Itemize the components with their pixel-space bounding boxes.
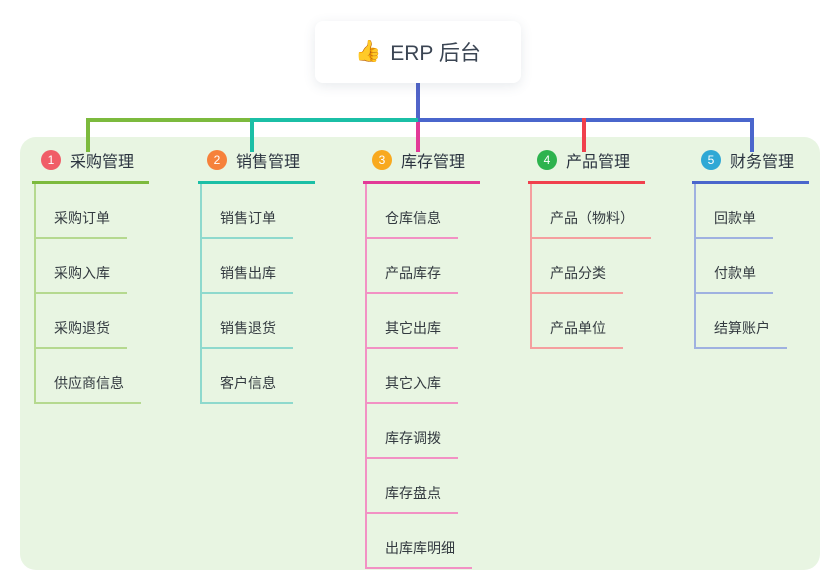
child-label: 仓库信息 <box>365 208 458 239</box>
child-node[interactable]: 产品单位 <box>530 294 651 349</box>
child-node[interactable]: 采购入库 <box>34 239 149 294</box>
bus-segment-teal <box>254 118 418 122</box>
child-node[interactable]: 库存调拨 <box>365 404 480 459</box>
child-label: 库存盘点 <box>365 483 458 514</box>
child-label: 产品单位 <box>530 318 623 349</box>
branch-product: 4 产品管理 产品（物料） 产品分类 产品单位 <box>528 146 651 349</box>
branch-label: 产品管理 <box>566 154 631 171</box>
branch-heading-inventory[interactable]: 3 库存管理 <box>363 146 480 184</box>
child-node[interactable]: 产品库存 <box>365 239 480 294</box>
branches-panel <box>20 137 820 570</box>
bus-segment-indigo <box>418 118 754 122</box>
child-label: 产品分类 <box>530 263 623 294</box>
branch-heading-finance[interactable]: 5 财务管理 <box>692 146 809 184</box>
child-node[interactable]: 库存盘点 <box>365 459 480 514</box>
connector-vline <box>34 184 36 403</box>
branch-label: 财务管理 <box>730 154 795 171</box>
child-label: 采购退货 <box>34 318 127 349</box>
child-label: 销售退货 <box>200 318 293 349</box>
root-node[interactable]: 👍 ERP 后台 <box>315 21 521 83</box>
branch-children: 采购订单 采购入库 采购退货 供应商信息 <box>34 184 149 404</box>
child-label: 回款单 <box>694 208 773 239</box>
child-node[interactable]: 销售退货 <box>200 294 315 349</box>
child-label: 产品（物料） <box>530 208 651 239</box>
branch-heading-product[interactable]: 4 产品管理 <box>528 146 645 184</box>
child-label: 客户信息 <box>200 373 293 404</box>
child-node[interactable]: 产品分类 <box>530 239 651 294</box>
child-node[interactable]: 产品（物料） <box>530 184 651 239</box>
child-node[interactable]: 其它出库 <box>365 294 480 349</box>
root-stem-connector <box>416 82 420 122</box>
branch-label: 库存管理 <box>401 154 466 171</box>
branch-procurement: 1 采购管理 采购订单 采购入库 采购退货 供应商信息 <box>32 146 149 404</box>
branch-number-badge: 2 <box>207 150 227 170</box>
child-label: 出库库明细 <box>365 538 472 569</box>
child-node[interactable]: 销售订单 <box>200 184 315 239</box>
child-node[interactable]: 销售出库 <box>200 239 315 294</box>
branch-finance: 5 财务管理 回款单 付款单 结算账户 <box>692 146 809 349</box>
child-label: 供应商信息 <box>34 373 141 404</box>
child-node[interactable]: 回款单 <box>694 184 809 239</box>
child-node[interactable]: 其它入库 <box>365 349 480 404</box>
child-node[interactable]: 出库库明细 <box>365 514 480 569</box>
branch-sales: 2 销售管理 销售订单 销售出库 销售退货 客户信息 <box>198 146 315 404</box>
branch-number-badge: 4 <box>537 150 557 170</box>
child-node[interactable]: 采购退货 <box>34 294 149 349</box>
child-node[interactable]: 采购订单 <box>34 184 149 239</box>
branch-heading-sales[interactable]: 2 销售管理 <box>198 146 315 184</box>
child-node[interactable]: 仓库信息 <box>365 184 480 239</box>
child-label: 其它入库 <box>365 373 458 404</box>
drop-connector-procurement <box>86 118 90 152</box>
thumbs-up-icon: 👍 <box>355 40 382 63</box>
drop-connector-product <box>582 118 586 152</box>
branch-number-badge: 5 <box>701 150 721 170</box>
drop-connector-sales <box>250 118 254 152</box>
drop-connector-inventory <box>416 122 420 152</box>
branch-children: 产品（物料） 产品分类 产品单位 <box>530 184 651 349</box>
child-node[interactable]: 供应商信息 <box>34 349 149 404</box>
child-label: 其它出库 <box>365 318 458 349</box>
branch-inventory: 3 库存管理 仓库信息 产品库存 其它出库 其它入库 库存调拨 库存盘点 出库库… <box>363 146 480 569</box>
bus-segment-green <box>86 118 254 122</box>
child-label: 采购订单 <box>34 208 127 239</box>
branch-label: 销售管理 <box>236 154 301 171</box>
connector-vline <box>200 184 202 403</box>
connector-vline <box>365 184 367 568</box>
connector-vline <box>694 184 696 348</box>
child-label: 付款单 <box>694 263 773 294</box>
branch-children: 回款单 付款单 结算账户 <box>694 184 809 349</box>
child-label: 库存调拨 <box>365 428 458 459</box>
child-label: 采购入库 <box>34 263 127 294</box>
branch-heading-procurement[interactable]: 1 采购管理 <box>32 146 149 184</box>
branch-number-badge: 3 <box>372 150 392 170</box>
branch-children: 仓库信息 产品库存 其它出库 其它入库 库存调拨 库存盘点 出库库明细 <box>365 184 480 569</box>
child-node[interactable]: 付款单 <box>694 239 809 294</box>
child-label: 销售订单 <box>200 208 293 239</box>
child-label: 结算账户 <box>694 318 787 349</box>
child-label: 销售出库 <box>200 263 293 294</box>
root-title: ERP 后台 <box>390 42 481 65</box>
child-node[interactable]: 结算账户 <box>694 294 809 349</box>
connector-vline <box>530 184 532 348</box>
drop-connector-finance <box>750 118 754 152</box>
child-label: 产品库存 <box>365 263 458 294</box>
branch-number-badge: 1 <box>41 150 61 170</box>
child-node[interactable]: 客户信息 <box>200 349 315 404</box>
branch-label: 采购管理 <box>70 154 135 171</box>
branch-children: 销售订单 销售出库 销售退货 客户信息 <box>200 184 315 404</box>
